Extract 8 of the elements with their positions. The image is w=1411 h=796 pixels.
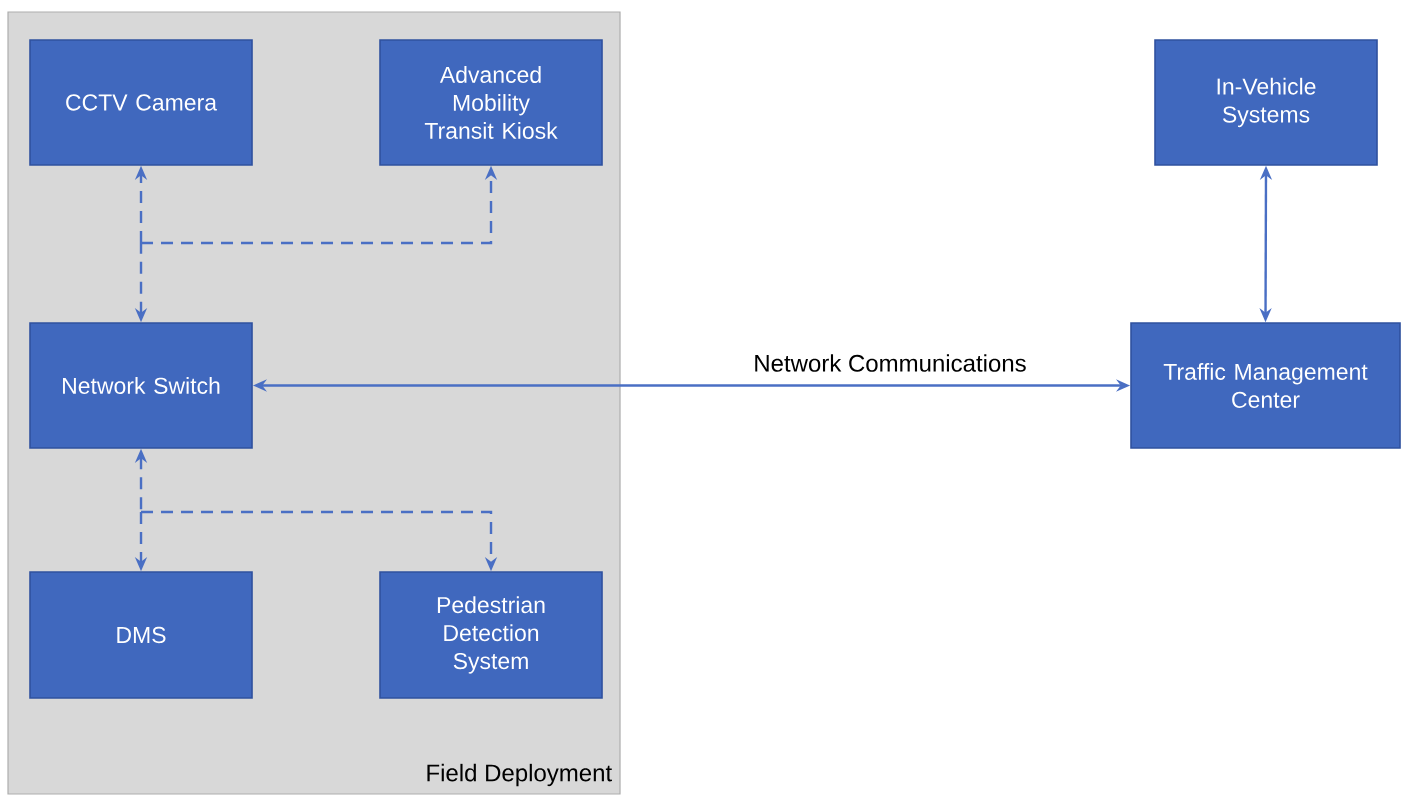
process-box: Network Switch	[29, 322, 253, 449]
edge-label: Network Communications	[749, 350, 1031, 376]
process-box: DMS	[29, 571, 253, 699]
process-box: Advanced Mobility Transit Kiosk	[379, 39, 603, 166]
process-box: Traffic Management Center	[1130, 322, 1401, 449]
process-box: CCTV Camera	[29, 39, 253, 166]
process-box: Pedestrian Detection System	[379, 571, 603, 699]
process-box: In-Vehicle Systems	[1154, 39, 1378, 166]
